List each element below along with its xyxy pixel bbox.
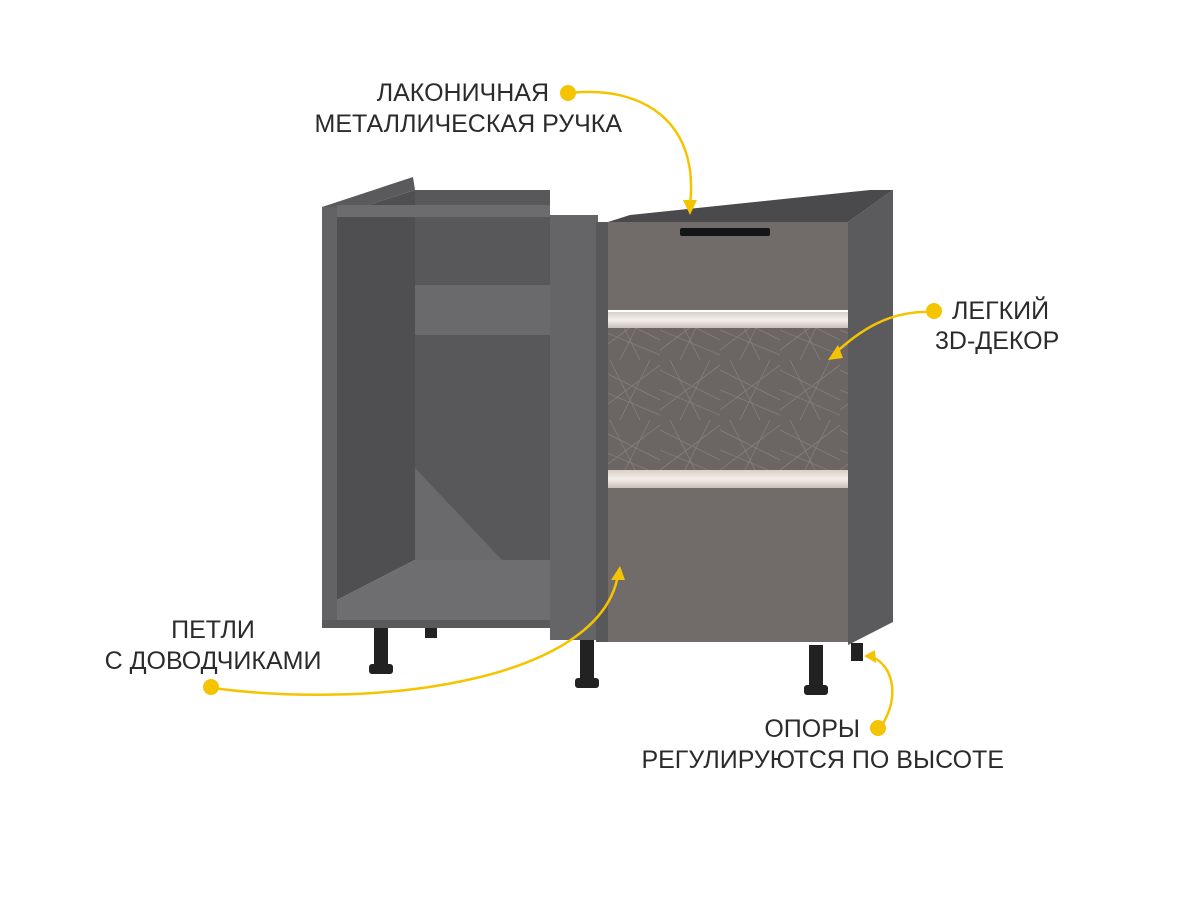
callout-handle: ЛАКОНИЧНАЯ МЕТАЛЛИЧЕСКАЯ РУЧКА (315, 79, 623, 138)
callout-arrowheads (611, 200, 876, 663)
dot-icon (203, 679, 219, 695)
adjustable-legs (369, 628, 863, 695)
metal-handle (680, 228, 770, 236)
callout-decor: ЛЕГКИЙ 3D-ДЕКОР (935, 295, 1059, 355)
callout-decor-line1: ЛЕГКИЙ (952, 295, 1049, 325)
dot-icon (560, 85, 576, 101)
dot-icon (926, 303, 942, 319)
decor-panel-3d (608, 328, 848, 470)
callout-dots (203, 85, 942, 736)
callout-handle-line1: ЛАКОНИЧНАЯ (377, 79, 549, 107)
callout-hinges: ПЕТЛИ С ДОВОДЧИКАМИ (105, 616, 322, 675)
decor-strip-bottom (608, 470, 848, 488)
callout-legs: ОПОРЫ РЕГУЛИРУЮТСЯ ПО ВЫСОТЕ (641, 715, 1004, 774)
callout-lines (211, 90, 933, 729)
left-carcass (322, 177, 550, 628)
decor-strip-top (608, 312, 848, 328)
filler-panel (550, 215, 598, 640)
callout-handle-line2: МЕТАЛЛИЧЕСКАЯ РУЧКА (315, 110, 623, 138)
callout-decor-line2: 3D-ДЕКОР (935, 327, 1059, 355)
callout-legs-line2: РЕГУЛИРУЮТСЯ ПО ВЫСОТЕ (641, 746, 1004, 774)
bottom-door (608, 488, 848, 642)
right-side-panel (848, 190, 893, 645)
callout-hinges-line1: ПЕТЛИ (171, 616, 255, 644)
door-fronts (608, 222, 848, 642)
callout-legs-line1: ОПОРЫ (764, 715, 860, 743)
callout-hinges-line2: С ДОВОДЧИКАМИ (105, 647, 322, 675)
top-front (608, 222, 848, 310)
dot-icon (870, 720, 886, 736)
